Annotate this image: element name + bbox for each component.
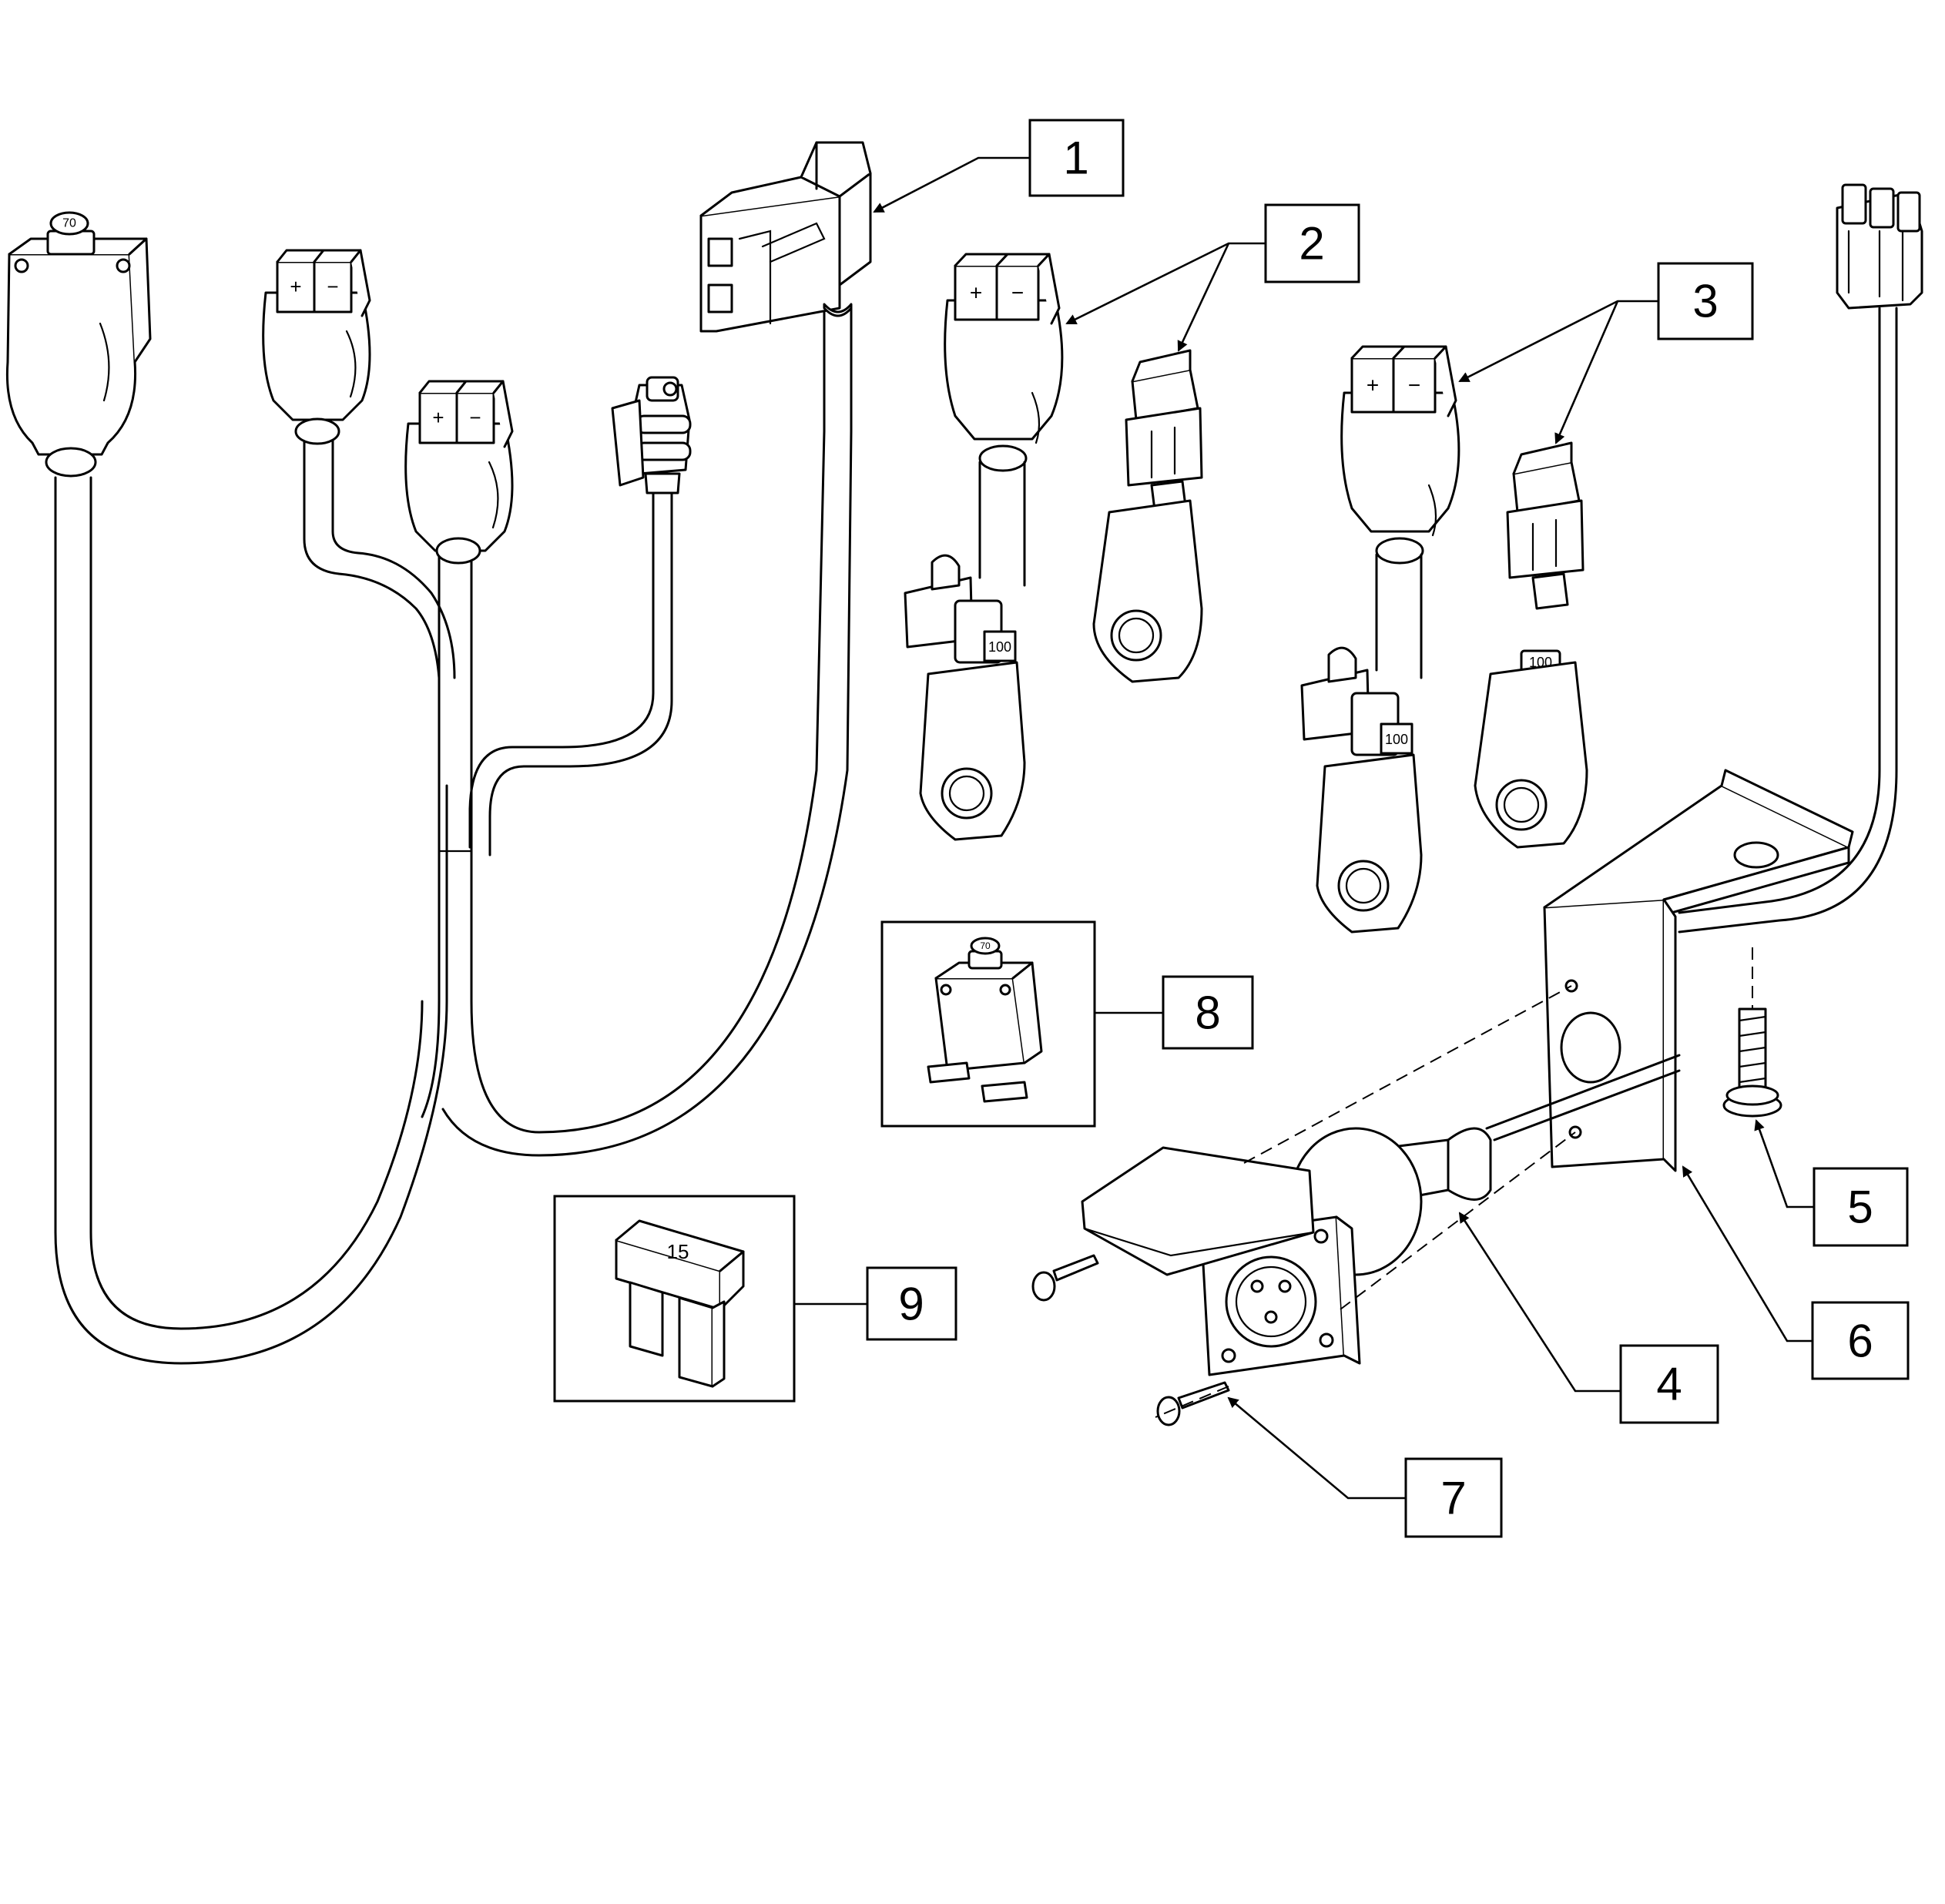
plus-mark: +: [290, 275, 301, 298]
power-connector-a: + −: [262, 249, 371, 445]
callout-label: 7: [1440, 1473, 1466, 1524]
callout-label: 3: [1692, 276, 1718, 327]
breaker-rating-label: 70: [62, 217, 76, 230]
callout-6: 6: [1811, 1301, 1910, 1380]
callout-2: 2: [1264, 203, 1360, 283]
charger-receptacle: [1081, 1054, 1681, 1376]
minus-mark: −: [469, 406, 481, 429]
screw-7-upper: [1031, 1254, 1099, 1302]
plus-mark: +: [970, 281, 982, 305]
callout-label: 4: [1656, 1359, 1682, 1410]
minus-mark: −: [1408, 374, 1420, 397]
callout-9: 9: [866, 1266, 957, 1341]
breaker-harness-end: 70: [5, 211, 152, 478]
adapter-harness-2: + − 100: [904, 253, 1203, 841]
breaker-inset: 70: [880, 920, 1096, 1128]
sealed-signal-connector: [611, 376, 692, 494]
callout-7: 7: [1404, 1457, 1503, 1538]
callout-label: 5: [1847, 1182, 1873, 1233]
callout-4: 4: [1619, 1344, 1719, 1424]
clip-rating-label: 100: [1385, 732, 1408, 747]
screw-7-lower: [1156, 1381, 1230, 1426]
harness-wires: [54, 307, 853, 1365]
callout-3: 3: [1657, 262, 1754, 340]
callout-8: 8: [1162, 975, 1254, 1050]
fuse-rating-label: 15: [667, 1240, 689, 1263]
charger-connector: [699, 141, 872, 333]
adapter-harness-3: + − 100 100: [1300, 345, 1588, 934]
fuse-inset: 15: [553, 1195, 796, 1403]
plus-mark: +: [1367, 374, 1379, 397]
callout-5: 5: [1813, 1167, 1909, 1247]
clip-rating-label: 100: [988, 639, 1011, 655]
assembly-lines: [1155, 947, 1753, 1418]
controller-connector: [1678, 183, 1923, 934]
callout-label: 2: [1299, 218, 1324, 270]
power-connector-b: + −: [404, 380, 514, 565]
breaker-rating-label: 70: [980, 940, 991, 951]
minus-mark: −: [1011, 281, 1024, 305]
callout-label: 8: [1195, 987, 1220, 1039]
callout-label: 6: [1847, 1316, 1873, 1367]
mounting-bracket: [1543, 769, 1854, 1172]
screw-5: [1722, 1007, 1782, 1118]
callout-label: 1: [1063, 132, 1088, 184]
callout-1: 1: [1028, 119, 1125, 197]
plus-mark: +: [432, 406, 444, 429]
leader-lines: [794, 156, 1814, 1500]
callout-label: 9: [898, 1279, 924, 1330]
minus-mark: −: [327, 275, 338, 298]
